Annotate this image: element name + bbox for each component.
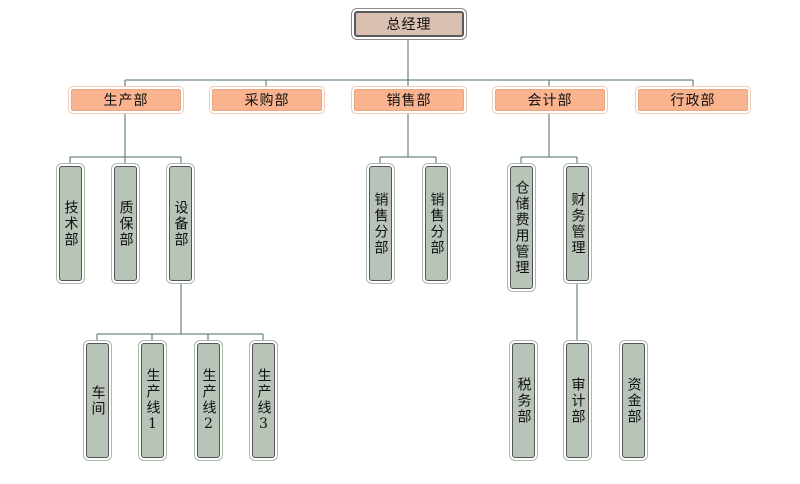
dept-purchasing: 采购部: [212, 89, 322, 111]
node-label: 生产线1: [144, 367, 161, 434]
node-label: 资金部: [625, 376, 642, 425]
unit-tax: 税务部: [512, 343, 535, 458]
unit-financial-management: 财务管理: [566, 166, 589, 281]
node-label: 质保部: [117, 199, 134, 248]
node-label: 生产部: [103, 93, 149, 109]
node-label: 销售分部: [428, 191, 445, 256]
unit-audit: 审计部: [566, 343, 589, 458]
node-label: 销售部: [386, 93, 432, 109]
node-label: 行政部: [670, 93, 716, 109]
dept-sales: 销售部: [354, 89, 464, 111]
unit-production-line-3: 生产线3: [252, 343, 275, 458]
node-label: 生产线3: [255, 367, 272, 434]
node-label: 车间: [89, 384, 106, 417]
node-label: 税务部: [515, 376, 532, 425]
node-label: 设备部: [172, 199, 189, 248]
dept-production: 生产部: [71, 89, 181, 111]
node-label: 审计部: [569, 376, 586, 425]
unit-production-line-2: 生产线2: [197, 343, 220, 458]
node-label: 会计部: [527, 93, 573, 109]
node-label: 生产线2: [200, 367, 217, 434]
node-label: 采购部: [244, 93, 290, 109]
root-node-general-manager: 总经理: [354, 11, 464, 37]
node-label: 财务管理: [569, 191, 586, 256]
unit-quality-assurance: 质保部: [114, 166, 137, 281]
node-label: 技术部: [62, 199, 79, 248]
unit-storage-expense-management: 仓储费用管理: [510, 166, 533, 289]
unit-sales-branch-2: 销售分部: [425, 166, 448, 281]
dept-accounting: 会计部: [495, 89, 605, 111]
unit-workshop: 车间: [86, 343, 109, 458]
unit-production-line-1: 生产线1: [141, 343, 164, 458]
unit-technical: 技术部: [59, 166, 82, 281]
unit-sales-branch-1: 销售分部: [369, 166, 392, 281]
unit-treasury: 资金部: [622, 343, 645, 458]
node-label: 仓储费用管理: [513, 179, 530, 276]
unit-equipment: 设备部: [169, 166, 192, 281]
dept-administration: 行政部: [638, 89, 748, 111]
node-label: 总经理: [386, 17, 432, 33]
node-label: 销售分部: [372, 191, 389, 256]
